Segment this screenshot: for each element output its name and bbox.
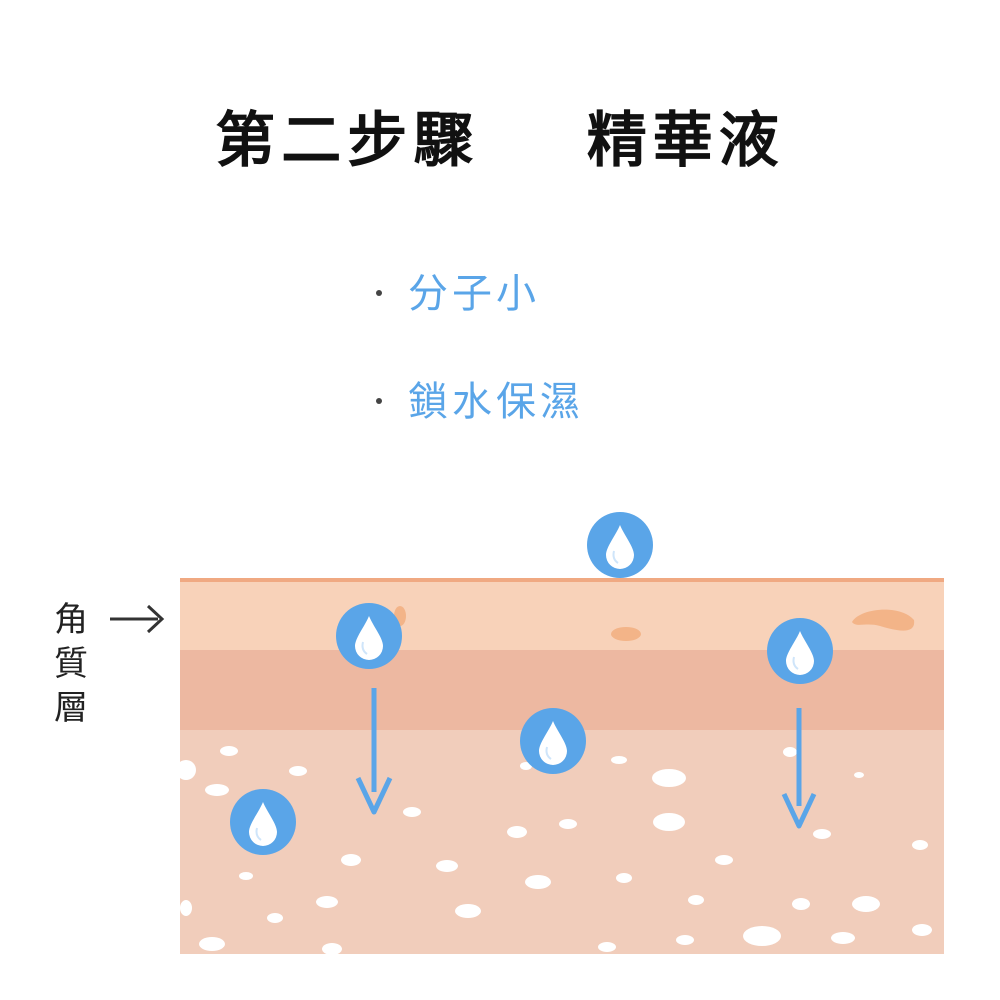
skin-pore xyxy=(792,898,810,910)
skin-pore xyxy=(507,826,527,838)
water-drop-icon xyxy=(230,789,296,855)
skin-pore xyxy=(436,860,458,872)
skin-pore xyxy=(520,762,532,770)
skin-pore xyxy=(831,932,855,944)
skin-pore xyxy=(180,900,192,916)
skin-pore xyxy=(783,747,797,757)
water-drop-icon xyxy=(767,618,833,684)
skin-pore xyxy=(813,829,831,839)
skin-pore xyxy=(341,854,361,866)
skin-pore xyxy=(316,896,338,908)
bullet-text: 分子小 xyxy=(408,271,540,317)
skin-pore xyxy=(455,904,481,918)
water-drop-icon xyxy=(587,512,653,578)
skin-spot xyxy=(852,609,915,631)
skin-pore xyxy=(611,756,627,764)
page-title: 第二步驟 精華液 xyxy=(215,106,785,176)
skin-spot xyxy=(611,627,641,641)
skin-pore xyxy=(239,872,253,880)
pore-group xyxy=(180,746,932,954)
skin-pore xyxy=(525,875,551,889)
skin-pore xyxy=(715,855,733,865)
skin-pore xyxy=(559,819,577,829)
skin-pore xyxy=(852,896,880,912)
water-drop-group xyxy=(230,512,833,855)
skin-pore xyxy=(653,813,685,831)
skin-pore xyxy=(289,766,307,776)
label-char: 層 xyxy=(54,688,88,728)
skin-pore xyxy=(205,784,229,796)
skin-surface-line xyxy=(180,578,944,582)
down-arrow-icon xyxy=(355,688,393,815)
skin-pore xyxy=(267,913,283,923)
water-drop-icon xyxy=(520,708,586,774)
bullet-text: 鎖水保濕 xyxy=(408,379,584,425)
skin-pore xyxy=(676,935,694,945)
skin-pore xyxy=(688,895,704,905)
label-char: 角 xyxy=(54,600,88,640)
water-drop-icon xyxy=(336,603,402,669)
skin-pore xyxy=(854,772,864,778)
bullet-dot xyxy=(376,290,382,296)
skin-pore xyxy=(616,873,632,883)
skin-pore xyxy=(743,926,781,946)
right-arrow-icon xyxy=(110,604,165,634)
bullet-dot xyxy=(376,398,382,404)
skin-pore xyxy=(403,807,421,817)
skin-pore xyxy=(180,760,196,780)
skin-pore xyxy=(912,924,932,936)
skin-pore xyxy=(220,746,238,756)
skin-pore xyxy=(912,840,928,850)
label-char: 質 xyxy=(54,644,88,684)
skin-pore xyxy=(199,937,225,951)
bullet-item-moisture-lock: 鎖水保濕 xyxy=(376,372,584,432)
bullet-item-small-molecule: 分子小 xyxy=(376,264,540,324)
down-arrow-icon xyxy=(781,708,817,829)
skin-pore xyxy=(598,942,616,952)
skin-pore xyxy=(322,943,342,954)
skin-pore xyxy=(652,769,686,787)
stratum-corneum-label: 角 質 層 xyxy=(48,598,94,730)
